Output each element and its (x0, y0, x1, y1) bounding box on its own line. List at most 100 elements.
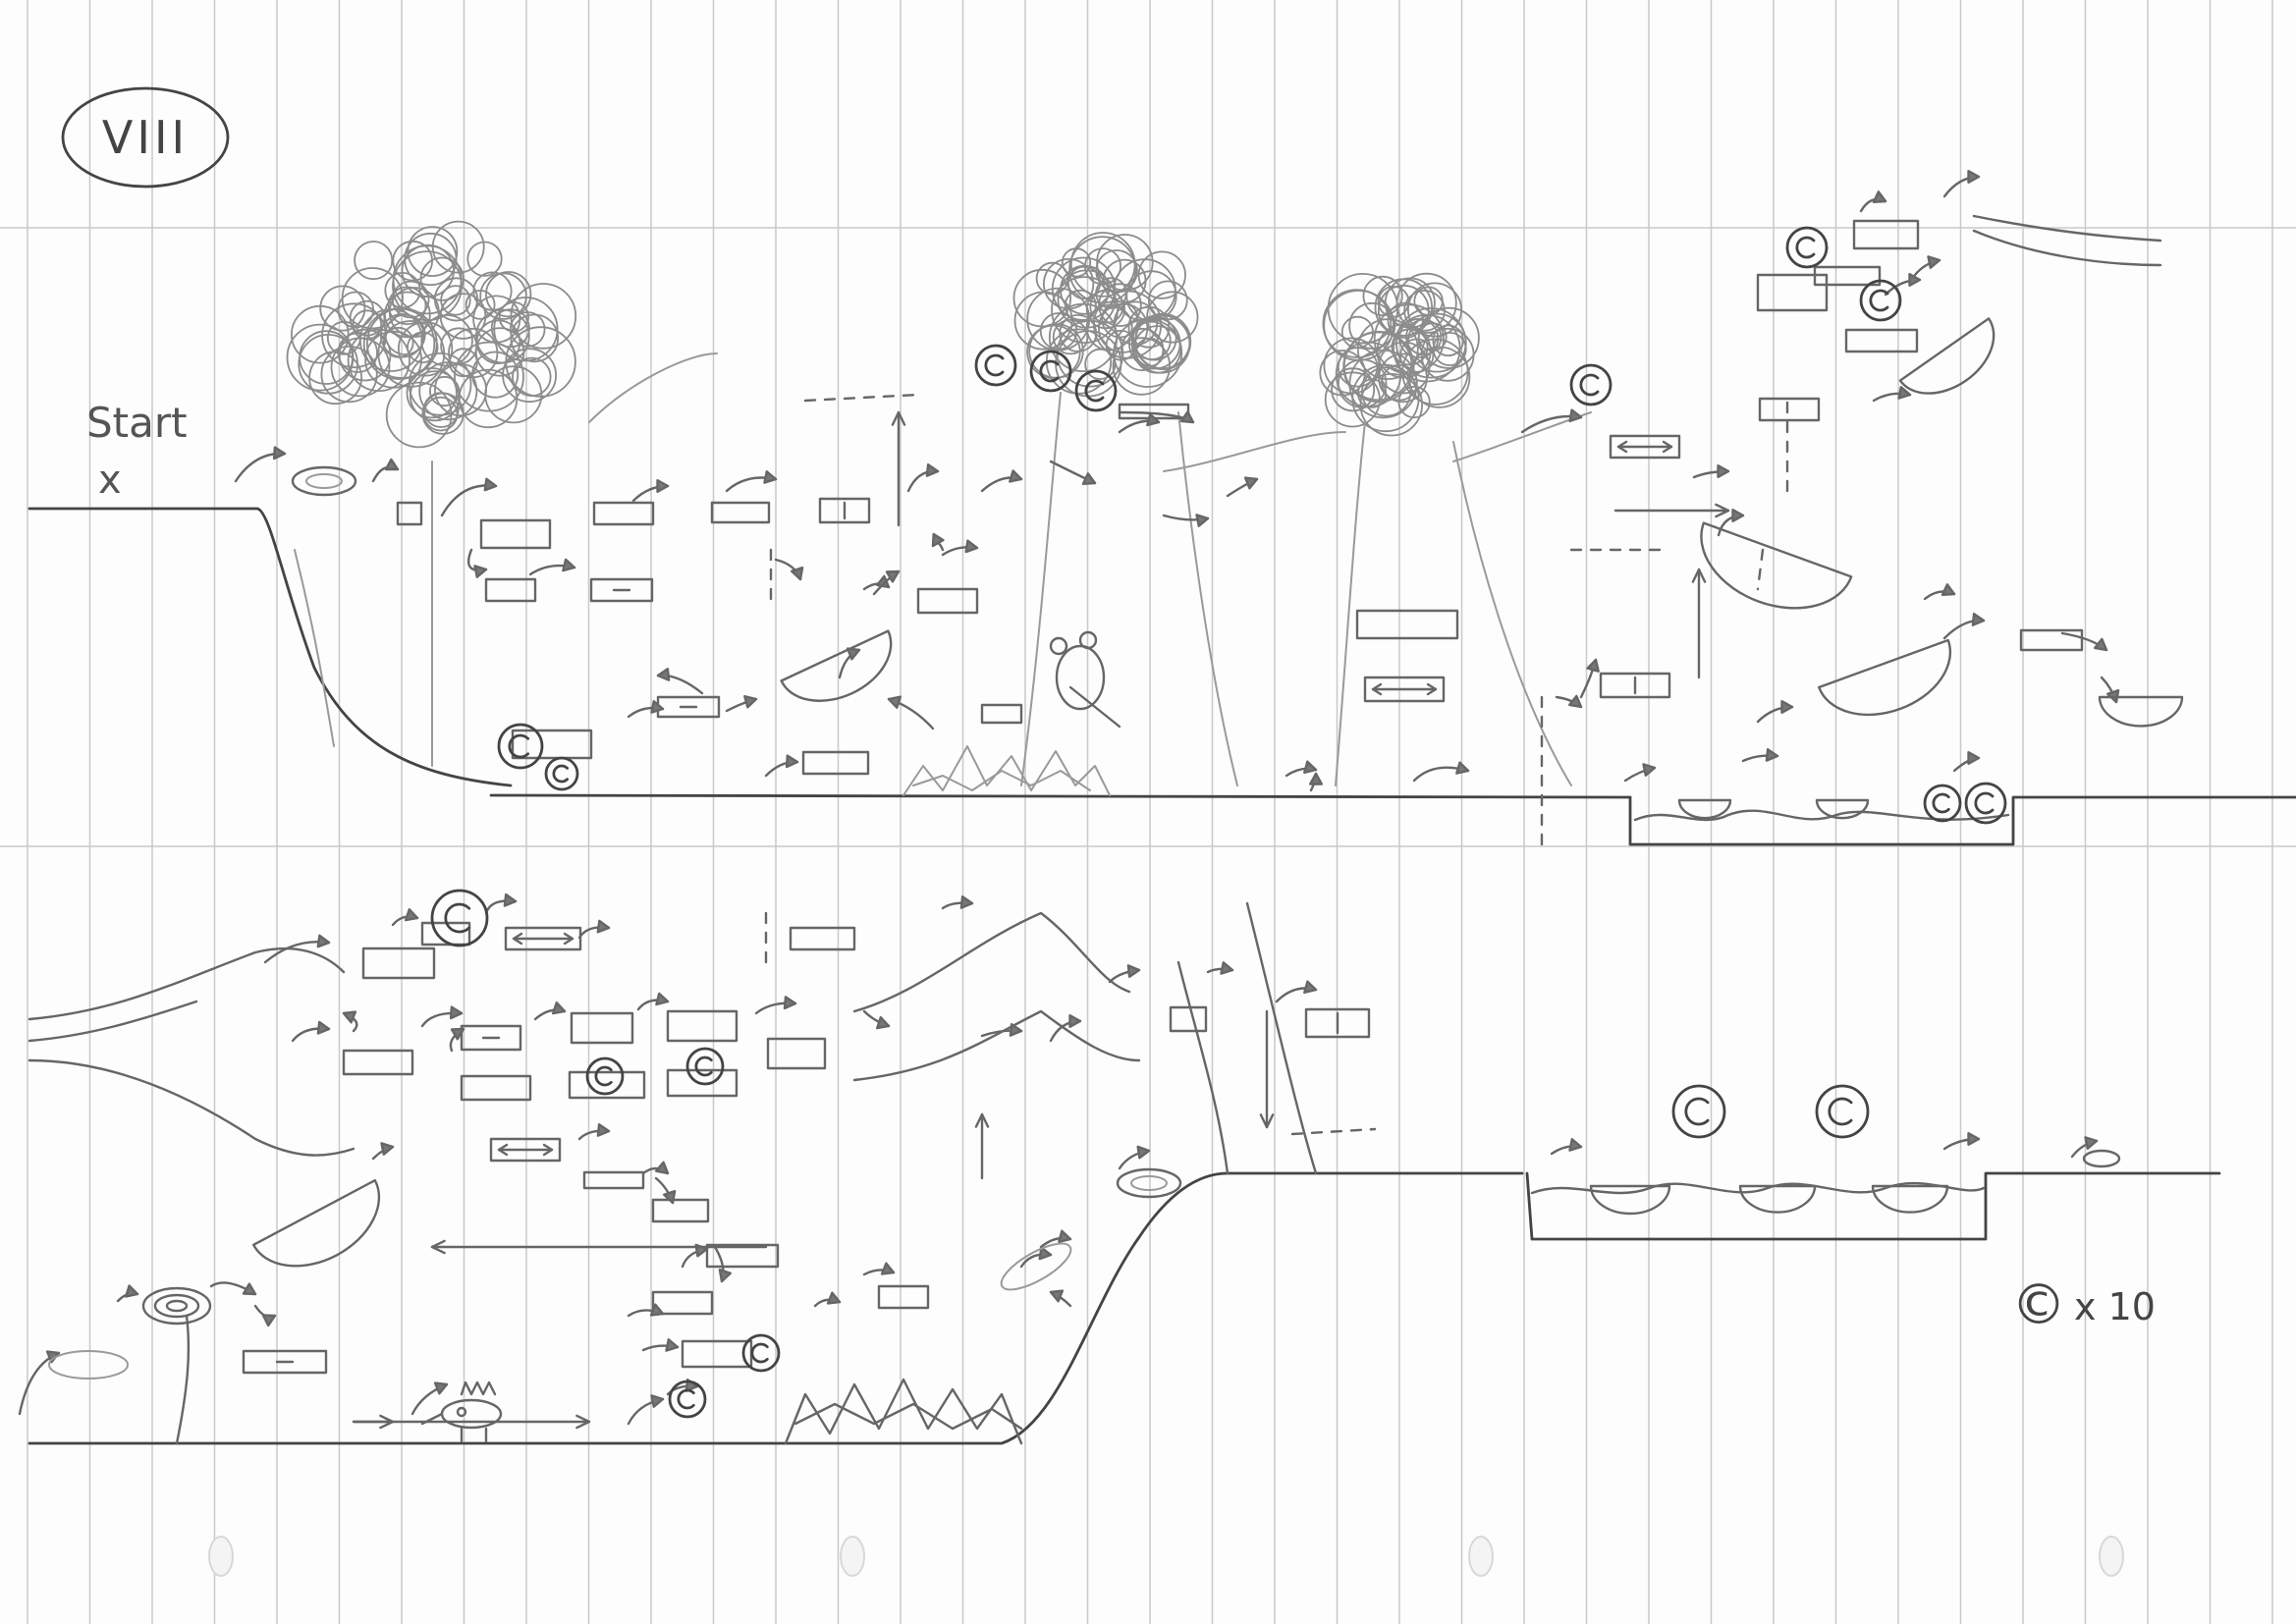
coin-icon (1571, 365, 1611, 405)
arrow-icon (2102, 677, 2118, 702)
platform-icon (1601, 674, 1669, 697)
arrow-icon (1286, 762, 1316, 776)
platform-icon (653, 1292, 712, 1314)
start-x: x (98, 458, 122, 503)
coin-icon (1925, 785, 1960, 821)
tree-icon (288, 222, 576, 448)
platform-icon (683, 1341, 751, 1367)
arrow-icon (1915, 256, 1940, 275)
start-marker: Start x (86, 399, 188, 503)
platform-icon (1854, 221, 1918, 248)
arrow-icon (1120, 1147, 1149, 1168)
level-label: VIII (102, 111, 189, 164)
coin-icon (587, 1058, 623, 1094)
arrow-icon (1954, 752, 1979, 771)
platform-icon (572, 1013, 632, 1043)
arrow-icon (1861, 191, 1886, 211)
arrow-icon (864, 1264, 894, 1274)
coin-icon (1673, 1086, 1724, 1137)
coin-counter: © x 10 (2011, 1273, 2156, 1337)
platform-icon (594, 503, 653, 524)
coin-icon: © (2011, 1273, 2066, 1337)
arrow-icon (432, 1241, 766, 1253)
platform-icon (658, 697, 719, 717)
trampoline-icon (1118, 1169, 1180, 1197)
platform-icon (803, 752, 868, 774)
platform-icon (462, 1026, 520, 1050)
start-label: Start (86, 399, 188, 447)
platform-icon (244, 1351, 326, 1373)
platform-icon (1171, 1007, 1206, 1031)
bowl-icon (1740, 1186, 1815, 1213)
arrow-icon (643, 1339, 678, 1350)
arrow-icon (422, 1007, 462, 1026)
arrow-icon (373, 1143, 393, 1159)
platform-icon (363, 948, 434, 978)
arrow-icon (1944, 614, 1984, 638)
bowls-layer (253, 318, 2182, 1287)
arrow-icon (1925, 584, 1954, 599)
arrow-icon (1743, 749, 1777, 761)
platform-icon (653, 1200, 708, 1221)
arrow-icon (629, 1395, 663, 1424)
trampoline-icon (49, 1351, 128, 1379)
arrow-icon (1874, 387, 1910, 401)
arrow-icon (1228, 478, 1257, 496)
arrow-icon (530, 560, 574, 574)
coin-icon (1076, 371, 1116, 410)
bowl-icon (1817, 800, 1868, 818)
arrow-icon (1625, 764, 1655, 781)
arrow-icon (293, 1022, 329, 1041)
arrow-icon (683, 1245, 707, 1267)
arrow-icon (982, 471, 1021, 492)
top-section-ground (29, 461, 2296, 844)
arrow-icon (727, 471, 776, 491)
arrow-icon (211, 1282, 255, 1294)
arrow-icon (354, 1416, 393, 1428)
arrow-icon (1261, 1011, 1273, 1127)
arrow-icon (1581, 660, 1599, 697)
platform-icon (1846, 330, 1917, 352)
arrow-icon (373, 460, 398, 481)
arrow-icon (933, 534, 944, 550)
arrow-icon (1522, 410, 1581, 432)
trampoline-icon (293, 467, 355, 495)
arrow-icon (943, 896, 972, 908)
platform-icon (1357, 611, 1457, 638)
coin-icon (976, 346, 1015, 385)
arrow-icon (1120, 414, 1159, 432)
arrow-icon (943, 541, 977, 555)
bowl-icon (1591, 1186, 1669, 1214)
platform-icon (707, 1245, 778, 1267)
trampoline-icon (2084, 1151, 2119, 1166)
arrow-icon (1557, 696, 1581, 707)
coin-icon (546, 758, 577, 789)
arrow-icon (118, 1286, 137, 1302)
arrow-icon (486, 894, 516, 913)
arrow-icon (1414, 763, 1468, 781)
arrow-icon (776, 560, 802, 579)
arrow-icon (1164, 514, 1208, 525)
platform-icon (879, 1286, 928, 1308)
coin-icon (1817, 1086, 1868, 1137)
arrow-icon (815, 1293, 840, 1306)
platform-icon (481, 520, 550, 548)
arrow-icon (579, 921, 609, 938)
arrow-icon (976, 1114, 988, 1178)
arrow-icon (982, 1024, 1021, 1036)
bowl-icon (782, 631, 906, 719)
arrow-icon (393, 909, 417, 925)
platform-icon (591, 579, 652, 601)
arrow-icon (1110, 965, 1139, 982)
platform-icon (1611, 436, 1679, 458)
arrow-icon (1310, 774, 1322, 790)
coin-icon (743, 1335, 779, 1371)
platform-icon (506, 928, 580, 949)
arrow-icon (1944, 1133, 1979, 1149)
platform-icon (462, 1076, 530, 1100)
platform-icon (918, 589, 977, 613)
coin-icon (432, 891, 487, 946)
platform-icon (486, 579, 535, 601)
coin-icon (687, 1049, 723, 1084)
